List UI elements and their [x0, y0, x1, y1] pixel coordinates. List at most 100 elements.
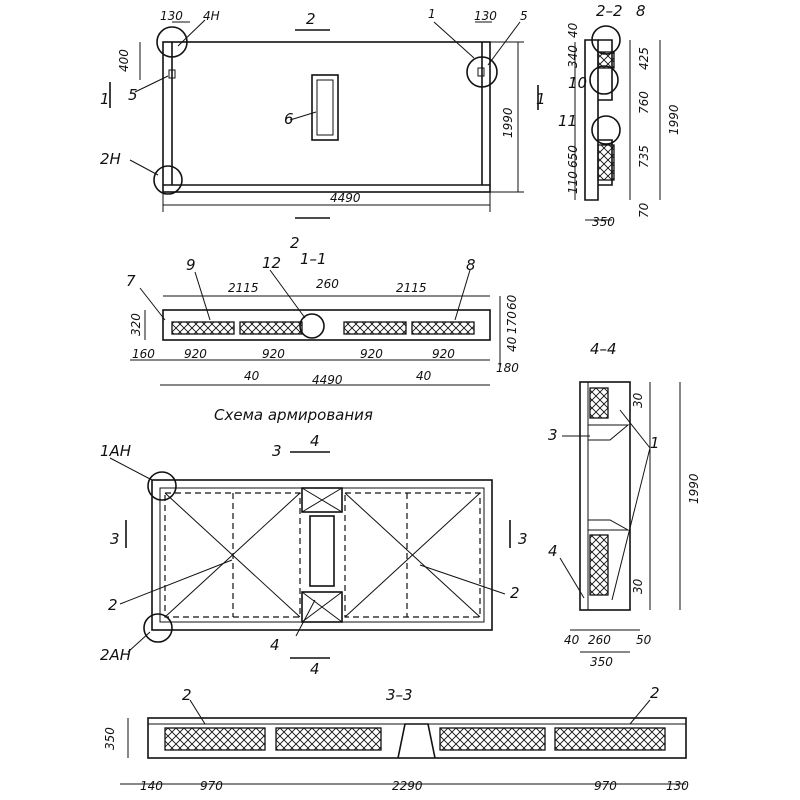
section-2-2-lower	[598, 139, 613, 186]
plan-callout-5-right: 5	[520, 9, 528, 23]
scheme-mesh-left	[164, 492, 301, 618]
s44-dim-50: 50	[636, 633, 652, 647]
s11-dim-2115-right: 2115	[396, 281, 427, 295]
s22-dim-1990: 1990	[667, 104, 681, 135]
leader-9	[194, 271, 211, 321]
s22-title: 2–2	[596, 2, 623, 20]
s11-dim-920-d: 920	[432, 347, 455, 361]
s11-dim-60: 60	[505, 294, 519, 310]
scheme-callout-4: 4	[270, 636, 280, 654]
detail-circle-10	[589, 65, 619, 95]
scheme-mesh-right	[344, 492, 481, 618]
section-1-1: 1–1 9 12 7 8 2115 260 2115 320 60 170 40…	[126, 250, 519, 387]
scheme-frame-4-cross	[301, 591, 343, 623]
opening-6-inner	[316, 79, 334, 136]
s11-dim-260: 260	[316, 277, 339, 291]
s11-outline	[162, 309, 491, 341]
s22-dim-40: 40	[566, 22, 580, 38]
plan-section-1-right: 1	[536, 90, 546, 108]
s33-callout-2-right: 2	[650, 684, 660, 702]
s11-insert-4	[411, 321, 475, 335]
s44-insert-bottom	[589, 534, 609, 596]
leader-s33-2-left	[189, 699, 206, 725]
s11-dim-4490: 4490	[312, 373, 343, 387]
s33-dim-350: 350	[103, 727, 117, 750]
leader-s44-4	[559, 557, 585, 599]
s33-title: 3–3	[386, 686, 413, 704]
s11-callout-12: 12	[262, 254, 281, 272]
plan-section-2-top: 2	[306, 10, 316, 28]
s11-callout-9: 9	[186, 256, 196, 274]
s44-dim-260: 260	[588, 633, 611, 647]
detail-circle-2n	[153, 165, 183, 195]
leader-s44-1a	[619, 409, 651, 449]
scheme-section-3-left: 3	[110, 530, 120, 548]
s22-dim-425: 425	[637, 47, 651, 70]
scheme-title: Схема армирования	[214, 406, 373, 424]
s11-dim-920-c: 920	[360, 347, 383, 361]
s22-callout-8: 8	[636, 2, 646, 20]
leader-1	[433, 21, 475, 59]
leader-2-right	[419, 564, 506, 595]
scheme-frame-4	[301, 591, 343, 623]
reinforcement-scheme: Схема армирования 4 4 3 3 1АН 3 2 2 4 2	[100, 406, 528, 678]
s33-insert-2	[275, 727, 382, 751]
section-2-2-insert-top	[597, 51, 615, 69]
scheme-callout-2an: 2АН	[100, 646, 131, 664]
section-2-2: 2–2 8 10 11 40 340 425 760 1990 650 735 …	[558, 2, 681, 229]
s33-dim-140: 140	[140, 779, 163, 793]
scheme-callout-1an: 1АН	[100, 442, 131, 460]
s22-dim-350: 350	[592, 215, 615, 229]
plan-height-1990: 1990	[501, 107, 515, 138]
s11-dim-170: 170	[505, 311, 519, 334]
detail-circle-12	[299, 313, 325, 339]
s44-dim-350: 350	[590, 655, 613, 669]
s44-callout-3: 3	[548, 426, 558, 444]
s11-title: 1–1	[300, 250, 327, 268]
s11-dim-920-a: 920	[184, 347, 207, 361]
scheme-x-right	[344, 492, 481, 618]
s44-title: 4–4	[590, 340, 617, 358]
s11-dim-2115-left: 2115	[228, 281, 259, 295]
plan-length-4490: 4490	[330, 191, 361, 205]
s11-dim-160: 160	[132, 347, 155, 361]
plan-callout-4n: 4Н	[203, 9, 220, 23]
s11-insert-3	[343, 321, 407, 335]
plan-dim-130-top: 130	[160, 9, 183, 23]
plan-callout-1: 1	[428, 7, 436, 21]
section-3-3: 3–3 2 2 350 140 970 2290 970 130	[103, 684, 689, 793]
s11-dim-920-b: 920	[262, 347, 285, 361]
embedded-plate-5-right	[477, 67, 485, 77]
plan-callout-2n: 2Н	[100, 150, 121, 168]
s11-dim-40-b: 40	[416, 369, 432, 383]
section-2-2-insert-bottom	[597, 144, 615, 181]
s22-callout-11: 11	[558, 112, 577, 130]
s44-outline	[579, 381, 631, 611]
s11-dim-320: 320	[129, 313, 143, 336]
leader-4n	[177, 19, 206, 47]
s44-dim-40: 40	[564, 633, 580, 647]
leader-s33-2-right	[629, 699, 651, 725]
s33-opening	[397, 723, 436, 759]
s11-callout-7: 7	[126, 272, 136, 290]
leader-7	[139, 287, 166, 321]
s33-dim-970-right: 970	[594, 779, 617, 793]
scheme-callout-2-left: 2	[108, 596, 118, 614]
plan-dim-130-right: 130	[474, 9, 497, 23]
leader-5-right	[487, 21, 521, 66]
s44-frame-4	[588, 519, 630, 531]
leader-8	[454, 269, 471, 321]
leader-5-left	[134, 75, 169, 93]
leader-12	[269, 269, 306, 319]
leader-6	[289, 111, 317, 121]
leader-2n	[129, 159, 159, 176]
s11-insert-2	[239, 321, 303, 335]
detail-circle-2an	[143, 613, 173, 643]
plan-callout-5-left: 5	[128, 86, 138, 104]
s22-dim-110: 110	[566, 171, 580, 194]
s44-dim-1990: 1990	[687, 473, 701, 504]
s33-outline	[147, 717, 687, 759]
scheme-x-left	[164, 492, 301, 618]
s22-dim-70: 70	[637, 202, 651, 218]
